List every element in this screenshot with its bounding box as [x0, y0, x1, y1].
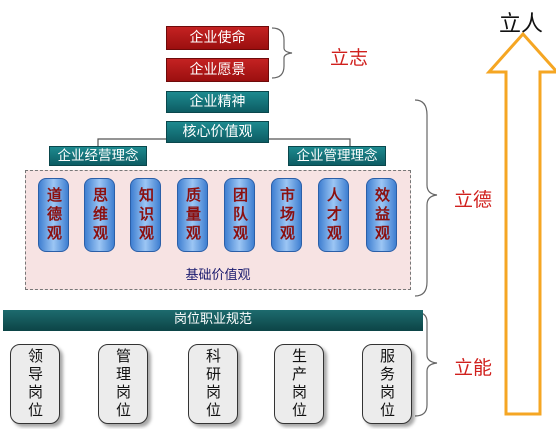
up-arrow: [485, 31, 556, 416]
value-pill-team: 团队观: [224, 178, 255, 252]
post-management: 管理岗位: [98, 344, 148, 424]
post-production: 生产岗位: [274, 344, 324, 424]
spirit-box: 企业精神: [166, 91, 269, 113]
mission-box: 企业使命: [166, 26, 269, 50]
post-leadership: 领导岗位: [10, 344, 60, 424]
brace-neng: [414, 311, 438, 417]
label-neng: 立能: [454, 357, 493, 379]
brace-zhi: [271, 27, 293, 79]
value-pill-quality: 质量观: [177, 178, 208, 252]
post-label: 服务岗位: [378, 348, 396, 420]
brace-de: [414, 99, 438, 297]
value-pill-label: 思维观: [91, 186, 109, 244]
post-label: 管理岗位: [114, 348, 132, 420]
value-pill-morality: 道德观: [38, 178, 69, 252]
value-pill-label: 市场观: [278, 186, 296, 244]
vision-box: 企业愿景: [166, 58, 269, 82]
basic-values-label: 基础价值观: [185, 268, 251, 283]
label-de: 立德: [454, 189, 493, 211]
label-zhi: 立志: [330, 47, 369, 69]
value-pill-market: 市场观: [271, 178, 302, 252]
post-service: 服务岗位: [362, 344, 412, 424]
value-pill-label: 效益观: [373, 186, 391, 244]
job-norms-bar: 岗位职业规范: [3, 310, 423, 331]
value-pill-label: 道德观: [45, 186, 63, 244]
post-label: 领导岗位: [26, 348, 44, 420]
value-pill-label: 团队观: [231, 186, 249, 244]
business-philosophy-box: 企业经营理念: [49, 146, 147, 166]
value-pill-thinking: 思维观: [84, 178, 115, 252]
management-philosophy-box: 企业管理理念: [288, 146, 386, 166]
value-pill-benefit: 效益观: [366, 178, 397, 252]
value-pill-label: 知识观: [137, 186, 155, 244]
value-pill-knowledge: 知识观: [130, 178, 161, 252]
post-research: 科研岗位: [188, 344, 238, 424]
core-values-box: 核心价值观: [166, 121, 269, 143]
value-pill-label: 人才观: [325, 186, 343, 244]
value-pill-talent: 人才观: [318, 178, 349, 252]
label-ren: 立人: [498, 12, 543, 37]
post-label: 生产岗位: [290, 348, 308, 420]
post-label: 科研岗位: [204, 348, 222, 420]
value-pill-label: 质量观: [184, 186, 202, 244]
